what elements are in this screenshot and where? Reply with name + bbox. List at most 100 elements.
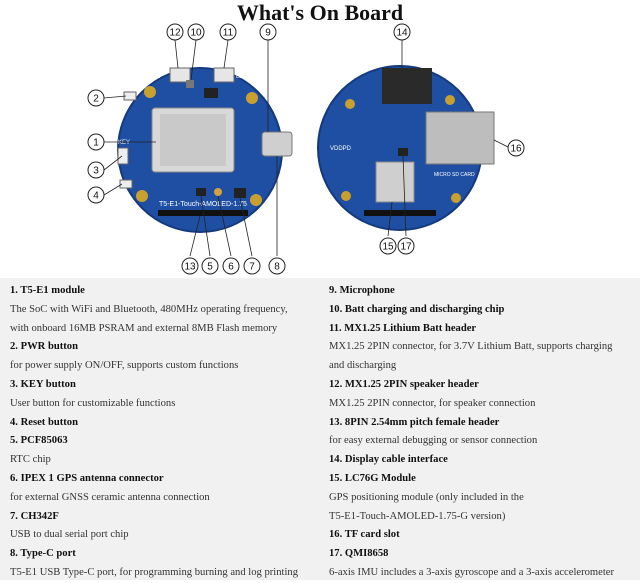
legend-heading: 1. T5-E1 module: [10, 285, 85, 296]
display-cable-interface: [382, 68, 432, 104]
legend-heading: 2. PWR button: [10, 341, 78, 353]
legend-description: for power supply ON/OFF, supports custom…: [10, 360, 239, 372]
bat-label: BAT: [236, 74, 248, 80]
mount-hole: [345, 99, 355, 109]
battery-header: [213, 67, 235, 83]
leader-lines: [103, 39, 511, 257]
callout-1: 1: [87, 133, 105, 151]
back-pin-header: [364, 210, 436, 216]
callout-2: 2: [87, 89, 105, 107]
vddpd-label: VDDPD: [330, 146, 352, 152]
svg-text:15: 15: [382, 242, 394, 253]
svg-text:7: 7: [249, 262, 255, 273]
legend-heading: 6. IPEX 1 GPS antenna connector: [10, 472, 164, 484]
callout-14: 14: [393, 23, 411, 41]
callout-13: 13: [181, 257, 199, 275]
qmi8658-chip: [398, 148, 408, 156]
svg-text:2: 2: [93, 94, 99, 105]
mount-hole: [341, 191, 351, 201]
legend-description: GPS positioning module (only included in…: [329, 491, 524, 503]
svg-text:10: 10: [190, 28, 202, 39]
front-board: T5-E1-Touch-AMOLED-1.75 SPK BAT KEY: [117, 67, 293, 233]
svg-text:16: 16: [510, 144, 522, 155]
callout-10: 10: [187, 23, 205, 41]
svg-text:5: 5: [207, 262, 213, 273]
ipex-connector: [214, 188, 222, 196]
legend-description: and discharging: [329, 360, 397, 372]
callout-15: 15: [379, 237, 397, 255]
type-c-port: [261, 131, 293, 157]
legend-heading: 14. Display cable interface: [329, 454, 448, 466]
back-board: VDDPD MICRO SD CARD: [317, 65, 495, 231]
reset-button: [119, 179, 133, 189]
legend-description: for easy external debugging or sensor co…: [329, 435, 538, 447]
callout-8: 8: [268, 257, 286, 275]
charge-chip: [204, 88, 218, 98]
legend-description: with onboard 16MB PSRAM and external 8MB…: [10, 322, 278, 334]
callout-12: 12: [166, 23, 184, 41]
legend-heading: 3. KEY button: [10, 378, 76, 390]
callout-9: 9: [259, 23, 277, 41]
callout-5: 5: [201, 257, 219, 275]
legend-heading: 5. PCF85063: [10, 435, 68, 447]
mount-hole: [246, 92, 258, 104]
mount-hole: [445, 95, 455, 105]
key-button: [117, 147, 129, 165]
page-title: What's On Board: [236, 0, 404, 25]
microphone: [186, 80, 194, 88]
module-shield: [160, 114, 226, 166]
svg-text:17: 17: [400, 242, 412, 253]
legend-heading: 7. CH342F: [10, 510, 59, 522]
legend-heading: 15. LC76G Module: [329, 472, 416, 484]
tf-card-label: MICRO SD CARD: [434, 172, 475, 178]
callout-11: 11: [219, 23, 237, 41]
ch342f-chip: [234, 188, 246, 198]
legend-heading: 12. MX1.25 2PIN speaker header: [329, 378, 479, 390]
svg-text:4: 4: [93, 191, 99, 202]
legend-description: for external GNSS ceramic antenna connec…: [10, 491, 210, 503]
legend-heading: 9. Microphone: [329, 285, 395, 296]
svg-text:3: 3: [93, 166, 99, 177]
legend-heading: 17. QMI8658: [329, 548, 389, 560]
boards-illustration: T5-E1-Touch-AMOLED-1.75 SPK BAT KEY VDDP…: [87, 23, 525, 275]
svg-text:6: 6: [228, 262, 234, 273]
board-model-label: T5-E1-Touch-AMOLED-1.75: [159, 201, 247, 208]
mount-hole: [144, 86, 156, 98]
callout-16: 16: [507, 139, 525, 157]
legend-description: User button for customizable functions: [10, 397, 176, 409]
lc76g-module: [375, 161, 415, 203]
svg-text:12: 12: [169, 28, 181, 39]
svg-text:8: 8: [274, 262, 280, 273]
svg-text:1: 1: [93, 138, 99, 149]
legend-description: T5-E1 USB Type-C port, for programming b…: [10, 566, 299, 578]
mount-hole: [451, 193, 461, 203]
legend-description: USB to dual serial port chip: [10, 529, 129, 541]
key-label: KEY: [118, 140, 130, 146]
callout-7: 7: [243, 257, 261, 275]
svg-text:11: 11: [223, 28, 234, 39]
legend-heading: 16. TF card slot: [329, 529, 400, 541]
spk-label: SPK: [148, 74, 160, 80]
mount-hole: [250, 194, 262, 206]
legend-heading: 11. MX1.25 Lithium Batt header: [329, 322, 477, 334]
callout-4: 4: [87, 186, 105, 204]
legend-description: 6-axis IMU includes a 3-axis gyroscope a…: [329, 566, 615, 578]
legend-heading: 4. Reset button: [10, 416, 78, 428]
callout-3: 3: [87, 161, 105, 179]
legend-heading: 8. Type-C port: [10, 548, 76, 560]
legend-description: RTC chip: [10, 454, 51, 466]
svg-text:13: 13: [184, 262, 196, 273]
pin-header: [158, 210, 248, 216]
callout-6: 6: [222, 257, 240, 275]
speaker-header: [169, 67, 191, 83]
svg-text:14: 14: [396, 28, 408, 39]
pcf85063-chip: [196, 188, 206, 196]
legend-description: MX1.25 2PIN connector, for speaker conne…: [329, 397, 536, 409]
legend-description: T5-E1-Touch-AMOLED-1.75-G version): [329, 510, 506, 522]
tf-card-slot: [425, 111, 495, 165]
legend-description: MX1.25 2PIN connector, for 3.7V Lithium …: [329, 341, 613, 353]
